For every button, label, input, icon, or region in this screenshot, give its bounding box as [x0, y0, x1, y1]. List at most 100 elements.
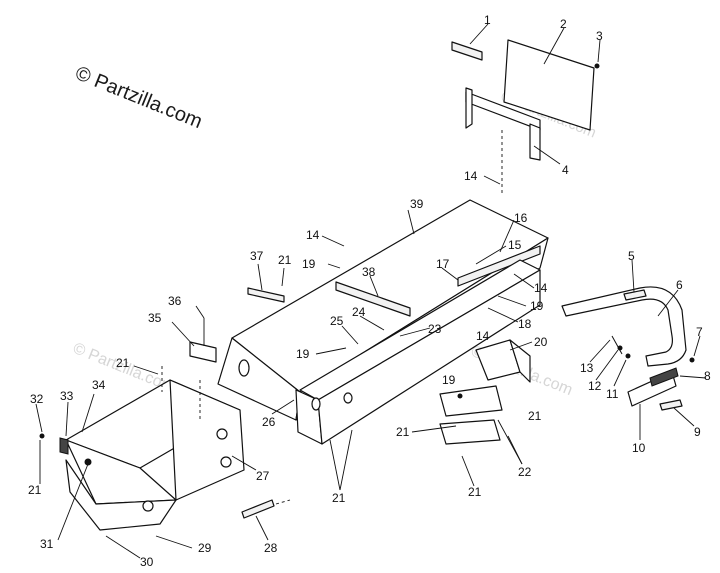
leader-33 — [65, 401, 69, 437]
leader-21c — [339, 429, 353, 491]
callout-21b: 21 — [278, 253, 292, 267]
callout-17: 17 — [436, 257, 450, 271]
part-23-rail-face — [317, 269, 541, 445]
callout-19c: 19 — [296, 347, 310, 361]
leader-2 — [543, 27, 565, 65]
part-1-strip — [451, 41, 483, 61]
front-nose-assembly — [39, 379, 275, 531]
leader-14b — [321, 235, 345, 247]
leader-3 — [597, 39, 601, 63]
leader-18 — [487, 307, 519, 323]
callout-24: 24 — [352, 305, 366, 319]
callout-29: 29 — [198, 541, 212, 555]
callout-25: 25 — [330, 314, 344, 328]
callout-4: 4 — [562, 163, 569, 177]
callout-21d: 21 — [396, 425, 410, 439]
leader-7 — [693, 335, 701, 357]
callout-13: 13 — [580, 361, 594, 375]
callout-33: 33 — [60, 389, 74, 403]
part-35-bracket — [189, 341, 217, 363]
callout-35: 35 — [148, 311, 162, 325]
callout-36: 36 — [168, 294, 182, 308]
part-3-fastener — [594, 63, 600, 69]
lower-fastener — [457, 393, 463, 399]
part-33-clip — [59, 437, 69, 455]
leader-14a — [483, 175, 501, 185]
callout-32: 32 — [30, 392, 44, 406]
part-38-rail — [335, 281, 411, 317]
leader-30 — [105, 535, 141, 559]
callout-14a: 14 — [464, 169, 478, 183]
rail-hole-1 — [311, 397, 321, 411]
leader-8 — [679, 375, 707, 379]
leader-23 — [399, 327, 431, 337]
leader-37 — [257, 263, 263, 291]
leader-25 — [341, 325, 359, 345]
callout-10: 10 — [632, 441, 646, 455]
rear-bumper-assembly — [561, 286, 695, 411]
callout-19d: 19 — [442, 373, 456, 387]
nose-hole-1 — [216, 428, 228, 440]
part-12-nut — [617, 345, 623, 351]
leader-dash-28 — [275, 499, 291, 505]
leader-1 — [469, 23, 489, 45]
callout-38: 38 — [362, 265, 376, 279]
leader-19b — [497, 295, 527, 307]
part-22-bracket-lower — [439, 419, 501, 445]
part-8-spring — [649, 367, 679, 387]
part-37-plate — [247, 287, 285, 303]
leader-34 — [81, 393, 95, 433]
callout-31: 31 — [40, 537, 54, 551]
leader-36 — [195, 305, 205, 319]
callout-30: 30 — [140, 555, 154, 569]
callout-12: 12 — [588, 379, 602, 393]
leader-11 — [613, 359, 627, 387]
callout-15: 15 — [508, 238, 522, 252]
leader-35 — [171, 321, 195, 347]
callout-1: 1 — [484, 13, 491, 27]
leader-16 — [499, 219, 515, 253]
callout-11: 11 — [606, 387, 619, 401]
leader-29 — [155, 535, 193, 549]
part-20-bracket-side — [509, 339, 531, 383]
callout-16: 16 — [514, 211, 528, 225]
part-11-bolt — [625, 353, 631, 359]
watermark-main: © Partzilla.com — [72, 62, 205, 133]
callout-28: 28 — [264, 541, 278, 555]
leader-lines — [35, 23, 707, 559]
leader-31 — [57, 463, 89, 541]
callout-6: 6 — [676, 278, 683, 292]
leader-24 — [359, 315, 385, 331]
leader-22b — [507, 435, 523, 465]
callout-21f: 21 — [468, 485, 482, 499]
part-4-bracket-end-left — [465, 87, 473, 129]
top-plate-assembly — [451, 39, 600, 161]
part-7-bolt — [689, 357, 695, 363]
leader-17 — [441, 267, 459, 281]
leader-21e — [411, 425, 457, 433]
callout-19b: 19 — [530, 299, 544, 313]
part-2-plate — [503, 39, 595, 131]
leader-32 — [35, 403, 43, 433]
callout-9: 9 — [694, 425, 701, 439]
callout-22: 22 — [518, 465, 532, 479]
callout-21e: 21 — [528, 409, 542, 423]
leader-26 — [271, 399, 295, 415]
part-16-rail — [457, 245, 541, 287]
leader-21b — [281, 267, 285, 287]
callout-23: 23 — [428, 322, 442, 336]
callout-26: 26 — [262, 415, 276, 429]
callout-3: 3 — [596, 29, 603, 43]
callout-7: 7 — [696, 325, 703, 339]
leader-39 — [407, 209, 415, 235]
leader-38 — [369, 275, 379, 297]
rail-hole-2 — [343, 392, 353, 404]
leader-14c — [513, 273, 535, 289]
leader-19a — [327, 263, 341, 269]
part-6-bumper — [561, 286, 687, 367]
leader-12 — [595, 349, 619, 381]
callout-14d: 14 — [476, 329, 490, 343]
leader-28 — [255, 515, 269, 541]
callout-21g: 21 — [28, 483, 42, 497]
